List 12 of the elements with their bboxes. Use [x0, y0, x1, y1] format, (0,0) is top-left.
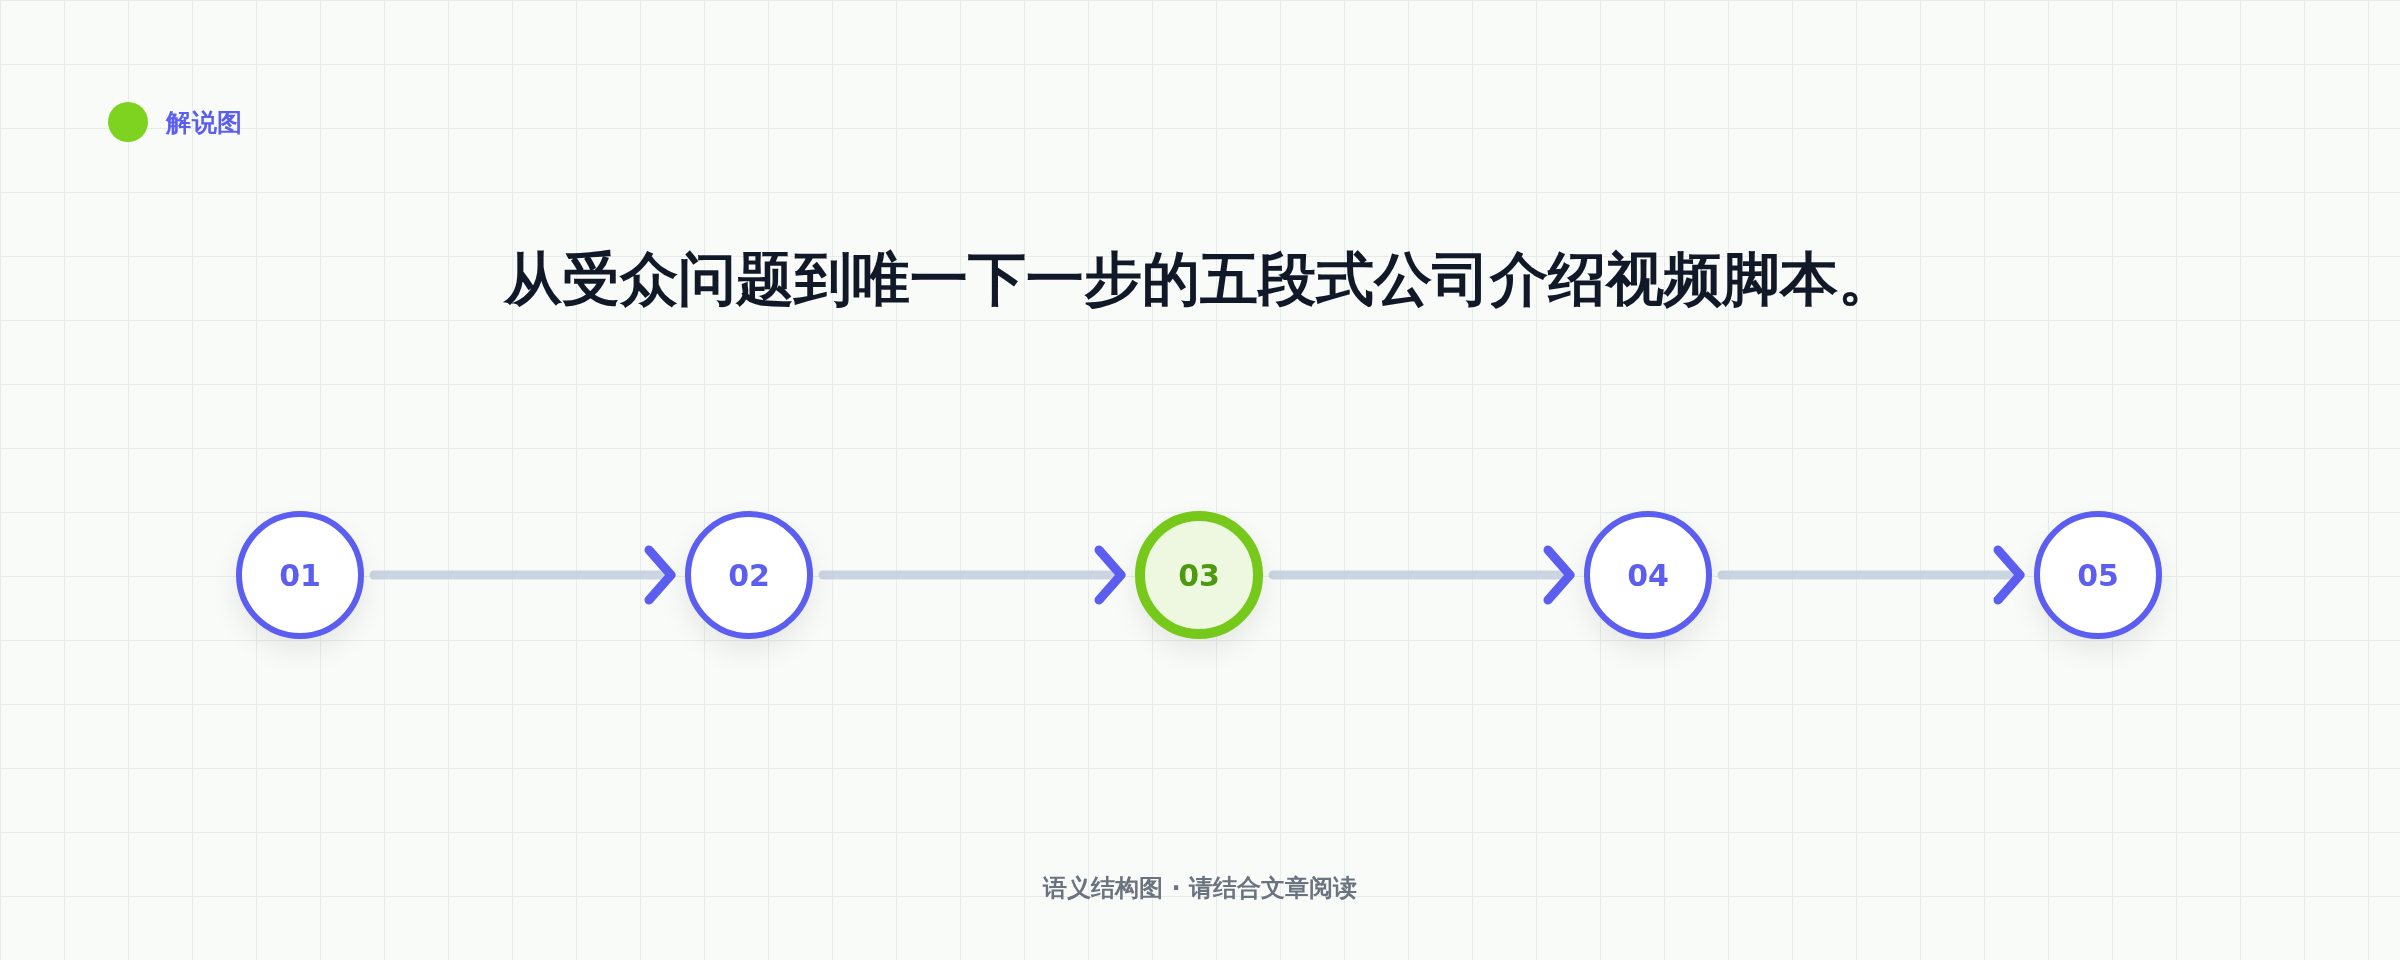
step-number: 01 [279, 556, 321, 595]
arrow [369, 545, 676, 605]
arrow [1717, 545, 2025, 605]
title: 从受众问题到唯一下一步的五段式公司介绍视频脚本。 [502, 244, 1897, 315]
header-label: 解说图 [166, 107, 243, 139]
step-number: 02 [728, 556, 770, 595]
step-number: 05 [2077, 556, 2119, 595]
step-number: 03 [1178, 556, 1220, 595]
step-number: 04 [1627, 556, 1669, 595]
footer-note: 语义结构图 · 请结合文章阅读 [1043, 874, 1357, 902]
arrow [818, 545, 1126, 605]
arrow [1268, 545, 1575, 605]
